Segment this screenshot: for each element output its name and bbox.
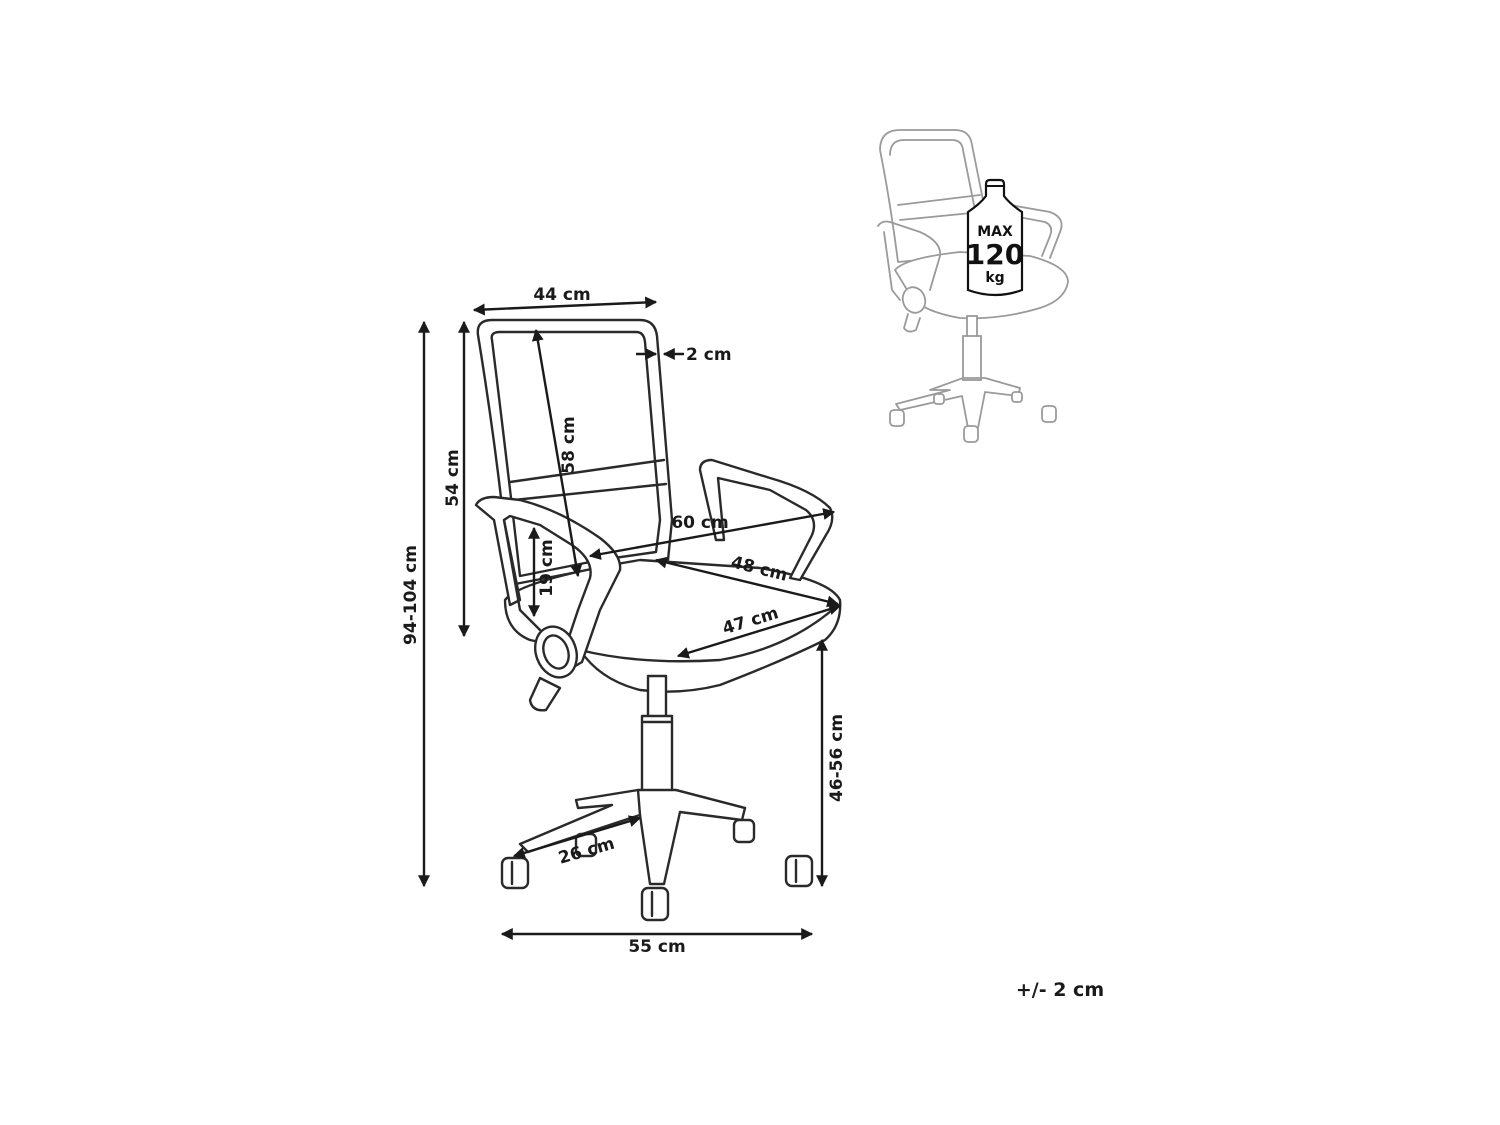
arrow-seat-depth (654, 556, 840, 608)
label-total-height: 94-104 cm (401, 545, 421, 645)
label-backrest-height: 54 cm (443, 449, 463, 506)
arrow-base-leg (512, 815, 642, 859)
label-armrest-height: 19 cm (537, 539, 557, 596)
arrow-seat-width (676, 603, 842, 659)
caster-back-right (732, 818, 756, 844)
weight-icon: MAX 120 kg (966, 178, 1024, 297)
label-seat-height: 46-56 cm (827, 714, 847, 802)
arrow-backrest-length (531, 328, 583, 578)
caster-left (500, 856, 530, 890)
caster-front (640, 886, 670, 922)
max-load-value: 120 (966, 238, 1024, 271)
label-backrest-length: 58 cm (559, 416, 579, 473)
office-chair-drawing (474, 318, 842, 922)
label-base-width: 55 cm (628, 937, 685, 957)
dimension-arrows (418, 296, 842, 940)
arrow-total-width (588, 508, 836, 560)
tolerance-note: +/- 2 cm (1016, 979, 1104, 1001)
max-load-label: MAX (977, 224, 1013, 240)
load-capacity-illustration: MAX 120 kg (877, 129, 1069, 443)
label-frame-thickness: 2 cm (686, 345, 732, 365)
label-top-width: 44 cm (533, 285, 590, 305)
arrow-top-width (472, 296, 658, 316)
label-total-width: 60 cm (671, 513, 728, 533)
max-load-unit: kg (985, 270, 1004, 286)
caster-right (784, 854, 814, 888)
